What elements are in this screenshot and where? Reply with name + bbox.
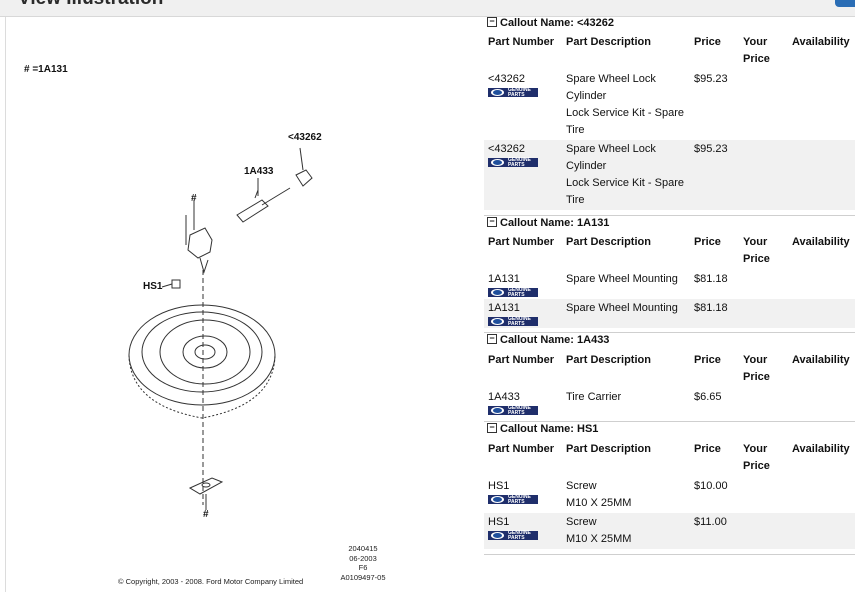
label-hash-bottom: # bbox=[203, 509, 209, 520]
col-part-number: Part Number bbox=[488, 443, 555, 455]
part-price: $95.23 bbox=[694, 143, 728, 155]
part-price: $10.00 bbox=[694, 480, 728, 492]
illustration-legend: # =1A131 bbox=[24, 64, 68, 75]
part-number[interactable]: 1A433 bbox=[488, 391, 520, 403]
callout-section: −Callout Name: HS1 Part Number Part Desc… bbox=[484, 421, 855, 555]
carrier-bracket bbox=[187, 227, 213, 259]
col-price: Price bbox=[694, 236, 721, 248]
col-your-price: Your Price bbox=[743, 36, 770, 65]
part-number[interactable]: <43262 bbox=[488, 143, 526, 155]
col-price: Price bbox=[694, 443, 721, 455]
part-description: Spare Wheel Mounting bbox=[566, 302, 678, 314]
part-description: Spare Wheel Mounting bbox=[566, 273, 678, 285]
tire-hub bbox=[194, 344, 216, 360]
part-description: Tire Carrier bbox=[566, 391, 622, 403]
lock-cylinder bbox=[295, 169, 313, 187]
col-availability: Availability bbox=[792, 354, 850, 366]
col-part-number: Part Number bbox=[488, 236, 555, 248]
copyright-text: © Copyright, 2003 - 2008. Ford Motor Com… bbox=[118, 577, 304, 586]
callout-section: −Callout Name: 1A131 Part Number Part De… bbox=[484, 215, 855, 333]
collapse-icon[interactable]: − bbox=[487, 17, 497, 28]
parts-list: −Callout Name: <43262 Part Number Part D… bbox=[484, 17, 855, 592]
col-availability: Availability bbox=[792, 236, 850, 248]
illustration-panel bbox=[5, 17, 482, 592]
part-price: $95.23 bbox=[694, 73, 728, 85]
page-header: View Illustration bbox=[0, 0, 855, 17]
divider bbox=[484, 554, 855, 555]
col-your-price: Your Price bbox=[743, 443, 770, 472]
col-price: Price bbox=[694, 36, 721, 48]
part-price: $81.18 bbox=[694, 302, 728, 314]
parts-illustration bbox=[128, 147, 313, 510]
header-action-button[interactable] bbox=[835, 0, 855, 7]
callout-header[interactable]: −Callout Name: 1A131 bbox=[487, 217, 609, 229]
col-part-description: Part Description bbox=[566, 354, 651, 366]
part-price: $81.18 bbox=[694, 273, 728, 285]
col-availability: Availability bbox=[792, 443, 850, 455]
col-your-price: Your Price bbox=[743, 236, 770, 265]
callout-section: −Callout Name: <43262 Part Number Part D… bbox=[484, 17, 855, 215]
col-part-description: Part Description bbox=[566, 443, 651, 455]
callout-header[interactable]: −Callout Name: HS1 bbox=[487, 423, 598, 435]
label-1a433: 1A433 bbox=[244, 166, 274, 177]
collapse-icon[interactable]: − bbox=[487, 334, 497, 345]
page-title: View Illustration bbox=[18, 0, 163, 10]
tire-inner-b bbox=[159, 319, 251, 385]
collapse-icon[interactable]: − bbox=[487, 423, 497, 434]
retainer-plate bbox=[188, 477, 224, 495]
part-price: $6.65 bbox=[694, 391, 722, 403]
col-your-price: Your Price bbox=[743, 354, 770, 383]
carrier-shaft bbox=[236, 199, 269, 223]
label-43262: <43262 bbox=[288, 132, 322, 143]
col-availability: Availability bbox=[792, 36, 850, 48]
label-hash-top: # bbox=[191, 193, 197, 204]
col-part-number: Part Number bbox=[488, 354, 555, 366]
callout-section: −Callout Name: 1A433 Part Number Part De… bbox=[484, 332, 855, 422]
tire-rim bbox=[182, 335, 228, 369]
part-number[interactable]: 1A131 bbox=[488, 302, 520, 314]
part-number[interactable]: <43262 bbox=[488, 73, 526, 85]
tire-tread bbox=[128, 354, 276, 419]
tire-inner-a bbox=[141, 311, 263, 393]
part-number[interactable]: HS1 bbox=[488, 480, 510, 492]
col-part-description: Part Description bbox=[566, 236, 651, 248]
col-part-description: Part Description bbox=[566, 36, 651, 48]
col-part-number: Part Number bbox=[488, 36, 555, 48]
hs1-bolt bbox=[171, 279, 181, 289]
callout-header[interactable]: −Callout Name: 1A433 bbox=[487, 334, 609, 346]
callout-header[interactable]: −Callout Name: <43262 bbox=[487, 17, 614, 29]
part-number[interactable]: 1A131 bbox=[488, 273, 520, 285]
col-price: Price bbox=[694, 354, 721, 366]
illustration-meta: 2040415 06-2003 F6 A0109497-05 bbox=[340, 544, 386, 582]
label-hs1: HS1 bbox=[143, 281, 163, 292]
part-price: $11.00 bbox=[694, 516, 727, 528]
part-number[interactable]: HS1 bbox=[488, 516, 510, 528]
collapse-icon[interactable]: − bbox=[487, 217, 497, 228]
